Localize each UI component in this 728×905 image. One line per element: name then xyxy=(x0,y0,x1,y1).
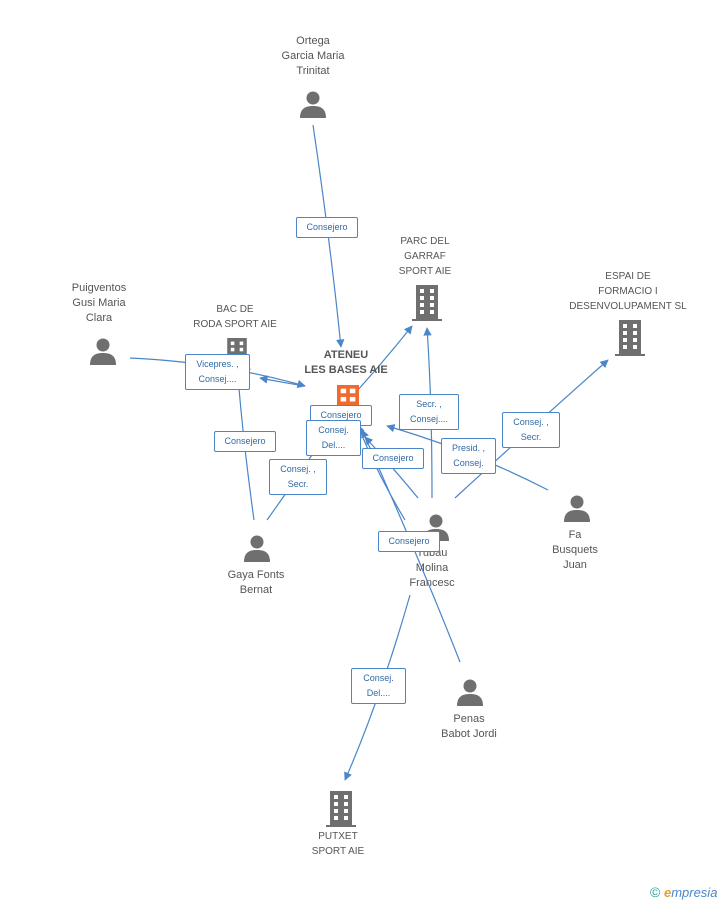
edge-label-tubau-espai[interactable]: Consej. , Secr. xyxy=(502,412,560,448)
brand-initial: e xyxy=(663,885,672,900)
node-tubau-label[interactable]: Tubau Molina Francesc xyxy=(409,547,455,589)
building-icon xyxy=(326,791,356,827)
edge-label-puigventos-ateneu[interactable]: Vicepres. , Consej.... xyxy=(185,354,250,390)
person-icon xyxy=(90,338,116,365)
edge-label-tubau-ateneu-b[interactable]: Consejero xyxy=(378,531,440,552)
edge-tubau-ateneu-b xyxy=(356,424,406,521)
edge-label-gaya-ateneu[interactable]: Consej. , Secr. xyxy=(269,459,327,495)
person-icon xyxy=(564,495,590,522)
node-putxet-label[interactable]: PUTXET SPORT AIE xyxy=(311,831,365,857)
edge-label-fa-ateneu[interactable]: Presid. , Consej. xyxy=(441,438,496,474)
node-fa-label[interactable]: Fa Busquets Juan xyxy=(552,529,598,571)
copyright-symbol: © xyxy=(650,884,661,900)
node-gaya-label[interactable]: Gaya Fonts Bernat xyxy=(227,569,285,596)
person-icon xyxy=(457,679,483,706)
building-icon xyxy=(615,320,645,356)
edge-label-ortega-ateneu[interactable]: Consejero xyxy=(296,217,358,238)
node-ateneu-label[interactable]: ATENEU LES BASES AIE xyxy=(304,349,388,376)
node-parc-label[interactable]: PARC DEL GARRAF SPORT AIE xyxy=(398,236,452,277)
node-bac-label[interactable]: BAC DE RODA SPORT AIE xyxy=(193,304,277,330)
edge-label-penas-ateneu[interactable]: Consejero xyxy=(362,448,424,469)
edge-label-tubau-putxet[interactable]: Consej. Del.... xyxy=(351,668,406,704)
person-icon xyxy=(244,535,270,562)
building-icon xyxy=(412,285,442,321)
brand-name: mpresia xyxy=(671,885,718,900)
node-espai-label[interactable]: ESPAI DE FORMACIO I DESENVOLUPAMENT SL xyxy=(569,271,687,312)
empresia-logo: © empresia xyxy=(650,884,717,900)
node-ortega-label[interactable]: Ortega Garcia Maria Trinitat xyxy=(281,35,345,77)
focus-company-icon xyxy=(337,385,359,407)
edge-label-tubau-ateneu-del[interactable]: Consej. Del.... xyxy=(306,420,361,456)
node-penas-label[interactable]: Penas Babot Jordi xyxy=(441,713,497,740)
edge-label-gaya-bac[interactable]: Consejero xyxy=(214,431,276,452)
edge-bac-ateneu xyxy=(259,375,306,387)
person-icon xyxy=(300,91,326,118)
edge-ateneu-parc xyxy=(355,325,413,393)
edge-label-tubau-parc[interactable]: Secr. , Consej.... xyxy=(399,394,459,430)
node-puigventos-label[interactable]: Puigventos Gusi Maria Clara xyxy=(71,282,127,324)
